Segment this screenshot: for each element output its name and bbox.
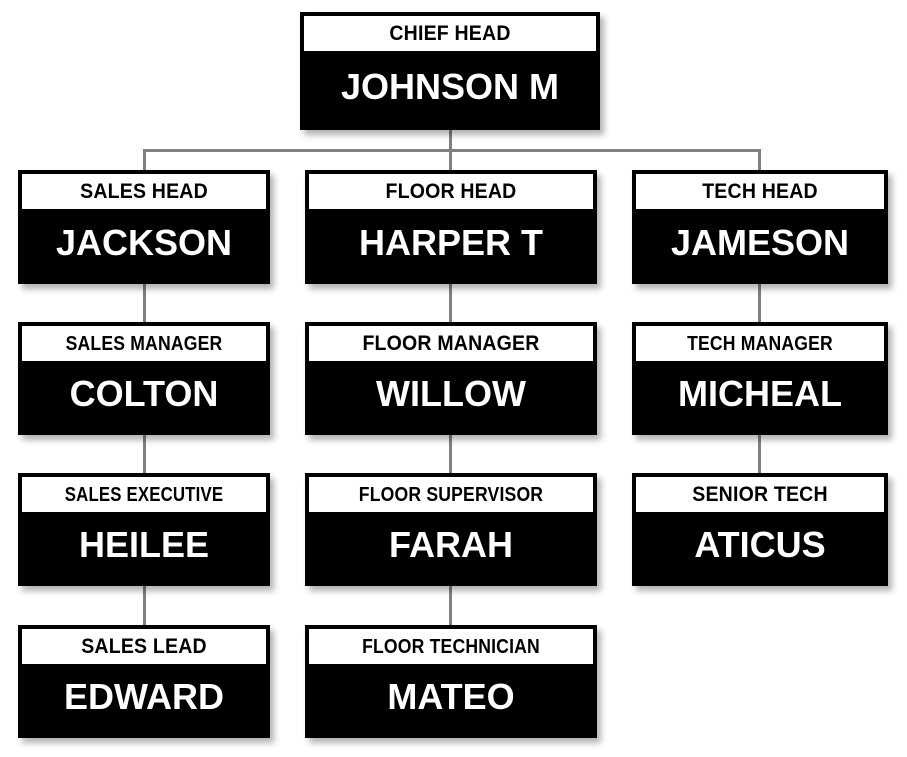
node-chief-head[interactable]: CHIEF HEAD JOHNSON M (300, 12, 600, 130)
node-name-senior-tech: ATICUS (636, 512, 884, 582)
node-floor-head[interactable]: FLOOR HEAD HARPER T (305, 170, 597, 284)
node-tech-head[interactable]: TECH HEAD JAMESON (632, 170, 888, 284)
connector-tech-manager-to-senior (758, 434, 761, 474)
connector-horizontal-bus (143, 149, 761, 152)
node-name-floor-manager: WILLOW (309, 361, 593, 431)
node-title-tech-head: TECH HEAD (644, 174, 876, 209)
node-name-sales-executive: HEILEE (22, 512, 266, 582)
node-floor-technician[interactable]: FLOOR TECHNICIAN MATEO (305, 625, 597, 738)
node-tech-manager[interactable]: TECH MANAGER MICHEAL (632, 322, 888, 435)
node-name-floor-technician: MATEO (309, 664, 593, 734)
connector-sales-head-to-manager (143, 283, 146, 323)
node-sales-head[interactable]: SALES HEAD JACKSON (18, 170, 270, 284)
connector-tech-head-to-manager (758, 283, 761, 323)
node-title-sales-lead: SALES LEAD (30, 629, 258, 664)
connector-bus-to-tech-head (758, 149, 761, 171)
node-title-chief-head: CHIEF HEAD (314, 16, 586, 51)
node-title-floor-head: FLOOR HEAD (318, 174, 584, 209)
node-name-sales-head: JACKSON (22, 209, 266, 280)
node-title-sales-manager: SALES MANAGER (36, 326, 252, 361)
node-name-tech-head: JAMESON (636, 209, 884, 280)
connector-floor-head-to-manager (449, 283, 452, 323)
node-senior-tech[interactable]: SENIOR TECH ATICUS (632, 473, 888, 586)
node-sales-lead[interactable]: SALES LEAD EDWARD (18, 625, 270, 738)
node-title-floor-manager: FLOOR MANAGER (318, 326, 584, 361)
node-floor-manager[interactable]: FLOOR MANAGER WILLOW (305, 322, 597, 435)
node-title-sales-executive: SALES EXECUTIVE (41, 477, 247, 512)
connector-floor-supervisor-to-technician (449, 586, 452, 626)
node-title-senior-tech: SENIOR TECH (644, 477, 876, 512)
connector-sales-manager-to-executive (143, 434, 146, 474)
node-sales-executive[interactable]: SALES EXECUTIVE HEILEE (18, 473, 270, 586)
node-name-sales-lead: EDWARD (22, 664, 266, 734)
node-sales-manager[interactable]: SALES MANAGER COLTON (18, 322, 270, 435)
node-title-floor-technician: FLOOR TECHNICIAN (326, 629, 576, 664)
node-name-chief-head: JOHNSON M (304, 51, 596, 126)
node-title-tech-manager: TECH MANAGER (650, 326, 870, 361)
node-name-tech-manager: MICHEAL (636, 361, 884, 431)
node-name-floor-supervisor: FARAH (309, 512, 593, 582)
node-title-floor-supervisor: FLOOR SUPERVISOR (326, 477, 576, 512)
node-floor-supervisor[interactable]: FLOOR SUPERVISOR FARAH (305, 473, 597, 586)
connector-root-stem (449, 130, 452, 152)
connector-sales-executive-to-lead (143, 586, 146, 626)
connector-bus-to-sales-head (143, 149, 146, 171)
node-name-floor-head: HARPER T (309, 209, 593, 280)
node-name-sales-manager: COLTON (22, 361, 266, 431)
connector-bus-to-floor-head (449, 149, 452, 171)
connector-floor-manager-to-supervisor (449, 434, 452, 474)
node-title-sales-head: SALES HEAD (30, 174, 258, 209)
